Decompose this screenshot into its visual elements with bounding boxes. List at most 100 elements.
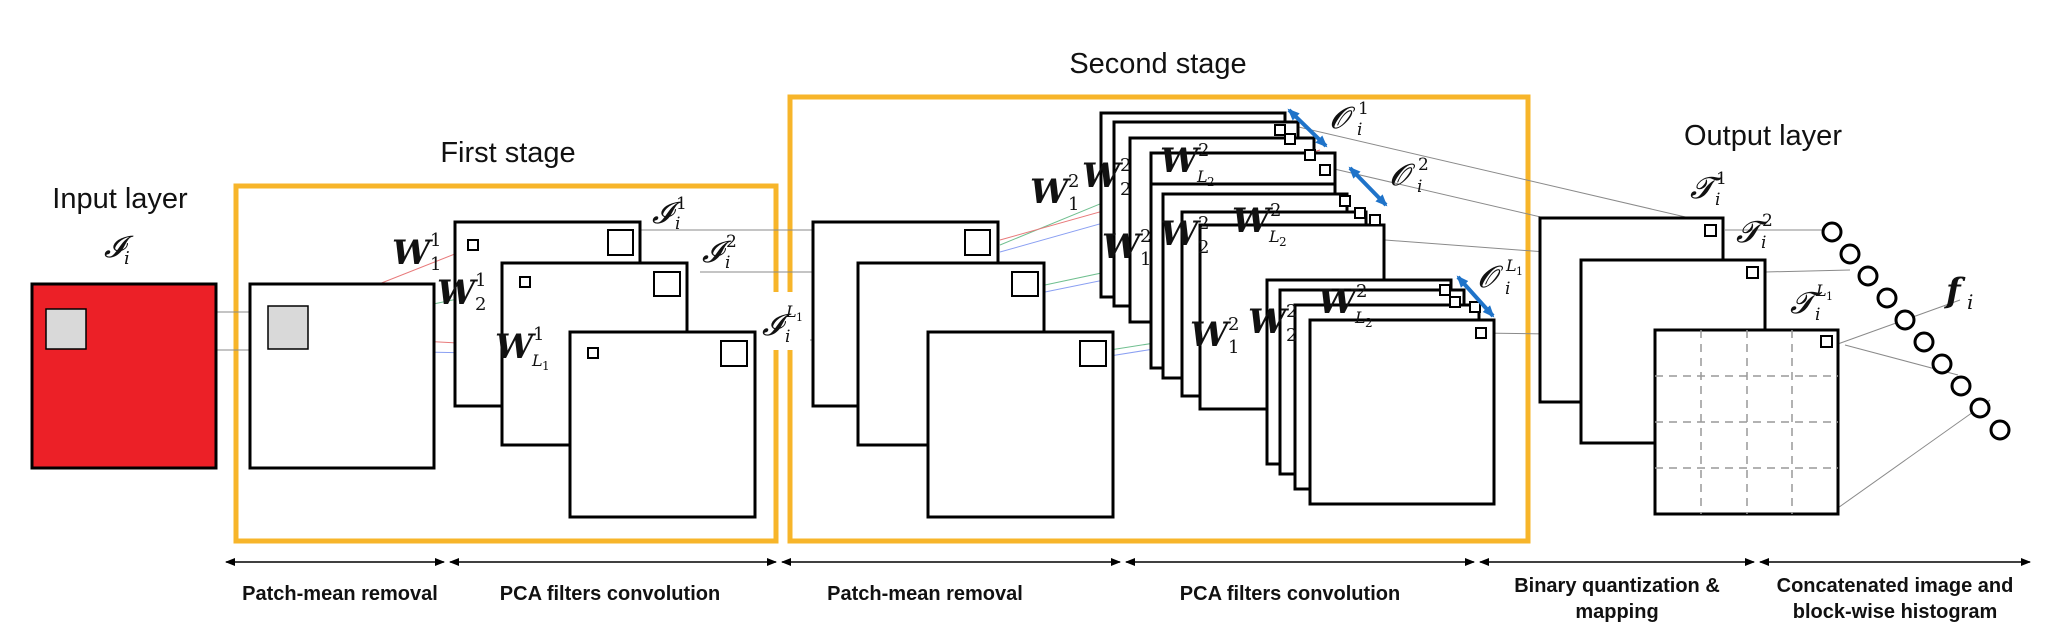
svg-text:i: i bbox=[675, 214, 680, 234]
svg-text:L: L bbox=[531, 351, 543, 370]
svg-text:1: 1 bbox=[1358, 99, 1369, 119]
svg-text:i: i bbox=[1417, 177, 1422, 197]
svg-text:2: 2 bbox=[1762, 211, 1773, 231]
svg-text:2: 2 bbox=[1286, 301, 1297, 322]
svg-text:i: i bbox=[1967, 290, 1973, 314]
svg-text:i: i bbox=[124, 248, 130, 269]
output-label-T2: 𝓣 2 i bbox=[1736, 211, 1773, 253]
first-stage-mean-removed-image bbox=[248, 282, 436, 470]
output-label-I1: 𝓘 1 i bbox=[652, 194, 687, 234]
svg-text:2: 2 bbox=[1120, 155, 1131, 176]
input-layer-title: Input layer bbox=[52, 183, 188, 215]
svg-text:2: 2 bbox=[1228, 314, 1239, 335]
first-stage-title: First stage bbox=[440, 137, 575, 169]
histogram-block-grid bbox=[1655, 330, 1838, 514]
svg-text:𝑾: 𝑾 bbox=[1232, 201, 1273, 241]
blue-arrow-o1 bbox=[1287, 108, 1328, 148]
filter-label-w2-1-a: 𝑾 2 1 bbox=[1030, 171, 1079, 215]
svg-text:i: i bbox=[1815, 305, 1820, 325]
svg-text:2: 2 bbox=[1418, 155, 1429, 175]
svg-text:𝑾: 𝑾 bbox=[1318, 282, 1359, 322]
svg-text:1: 1 bbox=[796, 311, 803, 324]
svg-text:1: 1 bbox=[1716, 169, 1727, 189]
step-label-histogram-line2: block-wise histogram bbox=[1793, 601, 1998, 623]
svg-text:𝑾: 𝑾 bbox=[437, 273, 478, 313]
svg-text:L: L bbox=[1505, 256, 1517, 275]
step-label-histogram-line1: Concatenated image and bbox=[1777, 575, 2014, 597]
svg-text:2: 2 bbox=[1140, 226, 1151, 247]
output-layer-title: Output layer bbox=[1684, 120, 1842, 152]
filter-label-w2-L2-a: 𝑾 2 L 2 bbox=[1160, 140, 1215, 189]
svg-text:2: 2 bbox=[1286, 325, 1297, 346]
svg-text:L: L bbox=[1815, 281, 1827, 300]
filter-label-w1-1: 𝑾 1 1 bbox=[392, 230, 441, 275]
input-image-label: 𝓘 i bbox=[104, 230, 134, 269]
filter-label-w2-L2-b: 𝑾 2 L 2 bbox=[1232, 200, 1287, 249]
svg-text:1: 1 bbox=[1140, 249, 1151, 270]
step-label-pca-convolution-1: PCA filters convolution bbox=[500, 583, 720, 605]
svg-text:𝑾: 𝑾 bbox=[1102, 227, 1143, 267]
second-stage-mean-removed-stack bbox=[811, 220, 1115, 519]
output-image-stack bbox=[1538, 216, 1840, 516]
step-label-patch-mean-removal-2: Patch-mean removal bbox=[827, 583, 1023, 605]
svg-text:L: L bbox=[1268, 227, 1280, 246]
filter-label-w1-2: 𝑾 1 2 bbox=[437, 270, 486, 315]
svg-text:2: 2 bbox=[1365, 316, 1373, 330]
output-label-IL1: 𝓘 L 1 i bbox=[758, 292, 810, 350]
svg-text:𝓞: 𝓞 bbox=[1330, 101, 1356, 136]
svg-text:i: i bbox=[1715, 190, 1720, 210]
svg-text:1: 1 bbox=[430, 230, 441, 251]
svg-text:𝑾: 𝑾 bbox=[1190, 315, 1231, 355]
second-stage-title: Second stage bbox=[1069, 48, 1246, 80]
svg-text:2: 2 bbox=[1198, 237, 1209, 258]
feature-vector-circles bbox=[1821, 221, 2011, 441]
step-label-binary-quantization-line1: Binary quantization & bbox=[1514, 575, 1720, 597]
output-label-OL1: 𝓞 L 1 i bbox=[1478, 256, 1523, 299]
svg-text:2: 2 bbox=[1120, 179, 1131, 200]
svg-text:1: 1 bbox=[1228, 337, 1239, 358]
svg-text:1: 1 bbox=[542, 359, 550, 373]
svg-text:i: i bbox=[1761, 233, 1766, 253]
svg-text:𝒇: 𝒇 bbox=[1944, 271, 1966, 311]
svg-text:i: i bbox=[1505, 279, 1510, 299]
svg-text:2: 2 bbox=[475, 294, 486, 315]
svg-text:2: 2 bbox=[1279, 235, 1287, 249]
svg-text:1: 1 bbox=[430, 254, 441, 275]
output-label-O2: 𝓞 2 i bbox=[1390, 155, 1429, 197]
svg-text:𝑾: 𝑾 bbox=[1248, 302, 1289, 342]
svg-text:i: i bbox=[1357, 120, 1362, 140]
svg-text:1: 1 bbox=[1068, 194, 1079, 215]
output-label-O1: 𝓞 1 i bbox=[1330, 99, 1369, 140]
first-stage-patch bbox=[267, 305, 309, 350]
step-label-pca-convolution-2: PCA filters convolution bbox=[1180, 583, 1400, 605]
svg-text:2: 2 bbox=[726, 232, 737, 252]
second-stage-output-group-3 bbox=[1265, 278, 1496, 506]
blue-arrow-oL1 bbox=[1456, 275, 1495, 318]
filter-label-w2-L2-c: 𝑾 2 L 2 bbox=[1318, 281, 1373, 330]
svg-text:2: 2 bbox=[1207, 175, 1215, 189]
svg-text:2: 2 bbox=[1198, 213, 1209, 234]
filter-label-w2-1-c: 𝑾 2 1 bbox=[1190, 314, 1239, 358]
filter-label-w2-2-c: 𝑾 2 2 bbox=[1248, 301, 1297, 346]
filter-label-w2-2-a: 𝑾 2 2 bbox=[1082, 155, 1131, 200]
svg-text:2: 2 bbox=[1270, 200, 1281, 221]
svg-text:𝓞: 𝓞 bbox=[1478, 260, 1504, 295]
svg-text:2: 2 bbox=[1198, 140, 1209, 161]
svg-text:𝑾: 𝑾 bbox=[1082, 156, 1123, 196]
first-stage-frame bbox=[233, 183, 779, 544]
first-stage-filter-outputs bbox=[453, 220, 757, 519]
svg-text:1: 1 bbox=[533, 324, 544, 345]
input-patch bbox=[45, 308, 87, 350]
svg-text:L: L bbox=[785, 302, 797, 321]
svg-text:𝑾: 𝑾 bbox=[495, 327, 536, 367]
step-label-binary-quantization-line2: mapping bbox=[1575, 601, 1658, 623]
svg-text:L: L bbox=[1196, 167, 1208, 186]
svg-text:i: i bbox=[785, 327, 790, 347]
svg-text:1: 1 bbox=[475, 270, 486, 291]
svg-text:𝑾: 𝑾 bbox=[1160, 141, 1201, 181]
svg-text:𝑾: 𝑾 bbox=[1160, 214, 1201, 254]
svg-text:1: 1 bbox=[1516, 265, 1523, 278]
step-label-patch-mean-removal-1: Patch-mean removal bbox=[242, 583, 438, 605]
svg-text:2: 2 bbox=[1068, 171, 1079, 192]
